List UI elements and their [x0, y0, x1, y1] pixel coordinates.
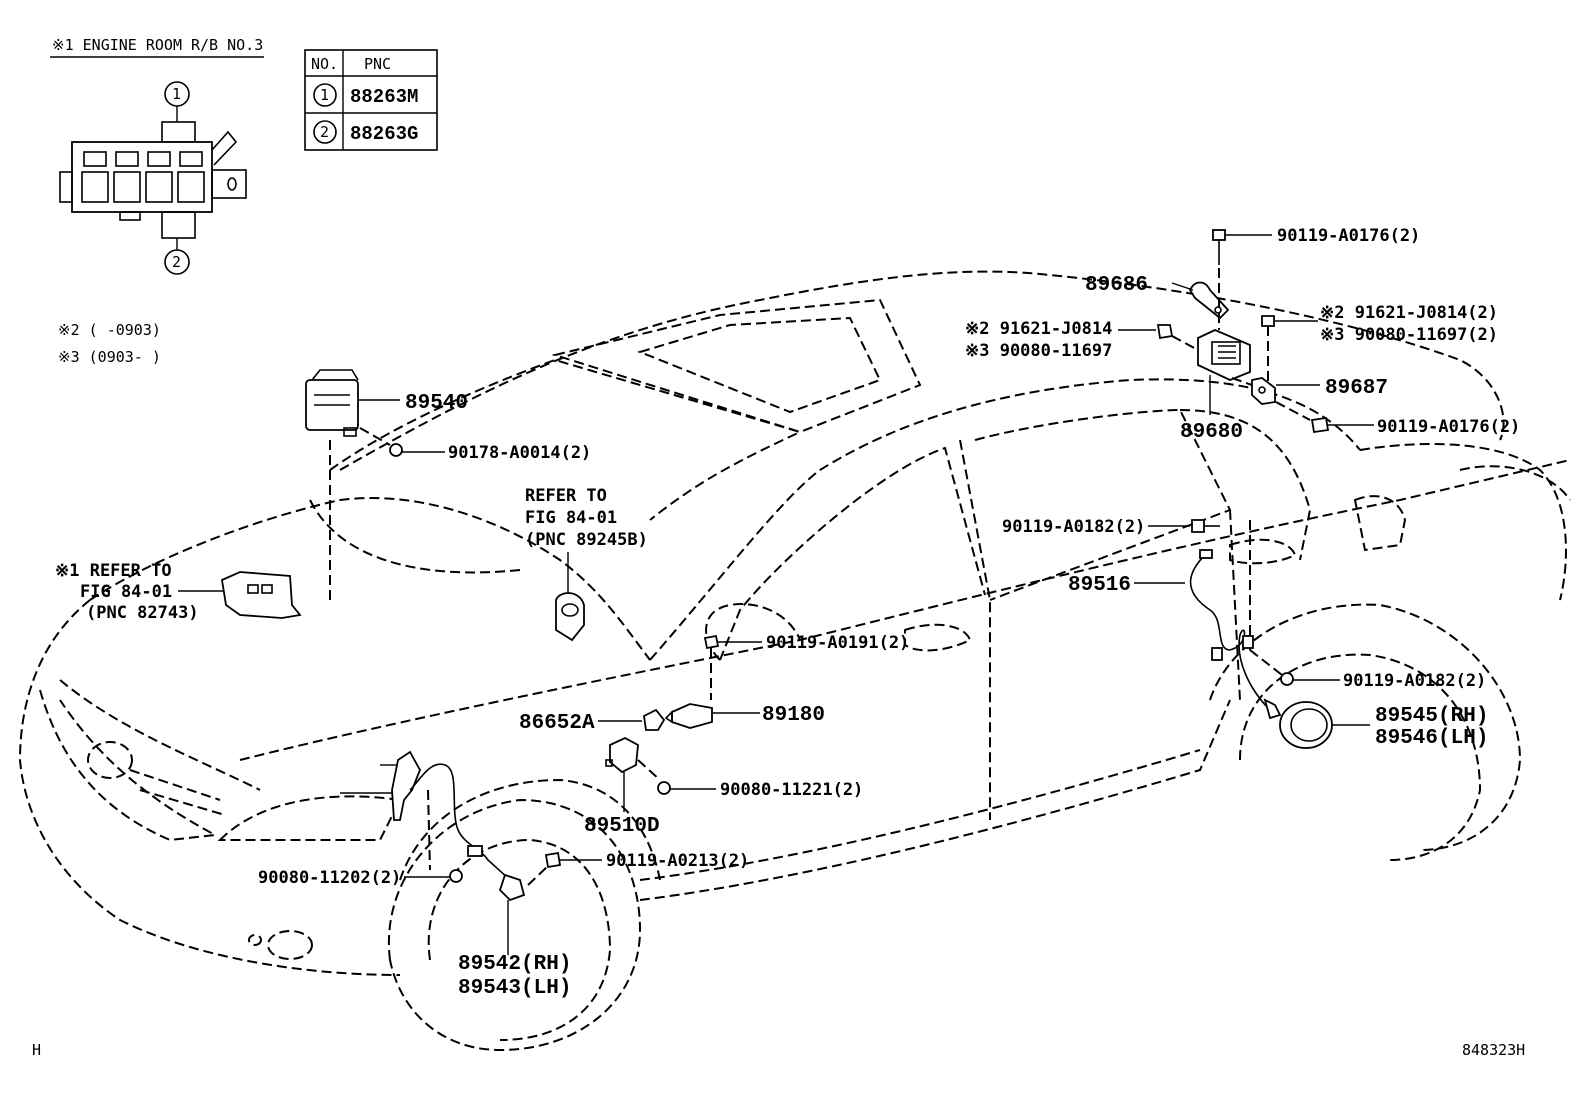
label-91621-j0814-right: ※2 91621-J0814(2) [1320, 303, 1498, 323]
label-89687: 89687 [1325, 377, 1388, 400]
label-89510d: 89510D [584, 815, 660, 838]
ref-a-line-2: FIG 84-01 [525, 508, 617, 528]
table-row-2-pnc: 88263G [350, 123, 418, 145]
label-90080-11697-left: ※3 90080-11697 [965, 341, 1112, 361]
nut-90080-11221 [657, 781, 716, 795]
reference-89245b: REFER TO FIG 84-01 (PNC 89245B) [525, 486, 648, 642]
part-89687-bracket [1231, 377, 1320, 405]
label-90178-a0014: 90178-A0014(2) [448, 443, 591, 463]
part-89680-module [1197, 329, 1251, 415]
inset-relay-block: ※1 ENGINE ROOM R/B NO.3 1 2 [50, 36, 264, 275]
label-90119-a0191: 90119-A0191(2) [766, 633, 909, 653]
table-row-1-pnc: 88263M [350, 86, 418, 108]
reference-82743: ※1 REFER TO FIG 84-01 (PNC 82743) [55, 561, 302, 623]
label-90080-11202: 90080-11202(2) [258, 868, 401, 888]
part-89516-sensor-wire [1134, 549, 1282, 720]
label-89516: 89516 [1068, 574, 1131, 597]
part-89542-front-sensor [340, 750, 526, 955]
part-89545-rear-sensor [1279, 701, 1370, 749]
note-2: ※2 ( -0903) [58, 321, 161, 339]
label-90119-a0176-mid: 90119-A0176(2) [1377, 417, 1520, 437]
label-90080-11697-right: ※3 90080-11697(2) [1320, 325, 1498, 345]
label-89542-rh: 89542(RH) [458, 953, 571, 976]
table-header-pnc: PNC [364, 55, 391, 73]
bolt-90119-a0182-lower [1249, 649, 1340, 686]
bolt-91621-right [1261, 315, 1318, 385]
inset-callout-2: 2 [172, 253, 181, 271]
label-89540: 89540 [405, 392, 468, 415]
label-89686: 89686 [1085, 274, 1148, 297]
label-90080-11221: 90080-11221(2) [720, 780, 863, 800]
ref-a-line-3: (PNC 89245B) [525, 530, 648, 550]
nut-90178 [359, 427, 445, 457]
nut-90080-11202 [404, 869, 463, 883]
label-91621-j0814-left: ※2 91621-J0814 [965, 319, 1112, 339]
bolt-90119-a0213 [527, 851, 602, 886]
ref-a-line-1: REFER TO [525, 486, 607, 506]
part-86652a-connector [598, 708, 666, 731]
label-86652a: 86652A [519, 712, 595, 735]
bolt-90119-a0176-top [1212, 229, 1272, 330]
part-89180-sensor [664, 703, 760, 729]
part-89510d-sensor [605, 736, 661, 812]
footer-figure-number: 848323H [1462, 1041, 1525, 1059]
label-90119-a0213: 90119-A0213(2) [606, 851, 749, 871]
label-89180: 89180 [762, 704, 825, 727]
inset-title: ※1 ENGINE ROOM R/B NO.3 [52, 36, 263, 54]
note-3: ※3 (0903- ) [58, 348, 161, 366]
table-row-2-no: 2 [320, 123, 329, 141]
bolt-90119-a0182-upper [1148, 519, 1251, 650]
bolt-90119-a0191 [703, 634, 762, 700]
label-89680: 89680 [1180, 421, 1243, 444]
bolt-91621-left [1118, 324, 1199, 351]
label-89546-lh: 89546(LH) [1375, 727, 1488, 750]
footer-left-code: H [32, 1041, 41, 1059]
table-row-1-no: 1 [320, 86, 329, 104]
label-89545-rh: 89545(RH) [1375, 705, 1488, 728]
bolt-90119-a0176-mid [1275, 401, 1374, 434]
label-90119-a0176-top: 90119-A0176(2) [1277, 226, 1420, 246]
label-90119-a0182-upper: 90119-A0182(2) [1002, 517, 1145, 537]
table-header-no: NO. [311, 55, 338, 73]
part-89540-ecu [305, 369, 400, 605]
label-90119-a0182-lower: 90119-A0182(2) [1343, 671, 1486, 691]
ref-b-line-3: (PNC 82743) [86, 603, 199, 623]
ref-b-line-2: FIG 84-01 [80, 582, 172, 602]
inset-callout-1: 1 [172, 85, 181, 103]
ref-b-line-1: ※1 REFER TO [55, 561, 172, 581]
label-89543-lh: 89543(LH) [458, 977, 571, 1000]
pnc-table: NO. PNC 1 88263M 2 88263G [304, 49, 438, 151]
